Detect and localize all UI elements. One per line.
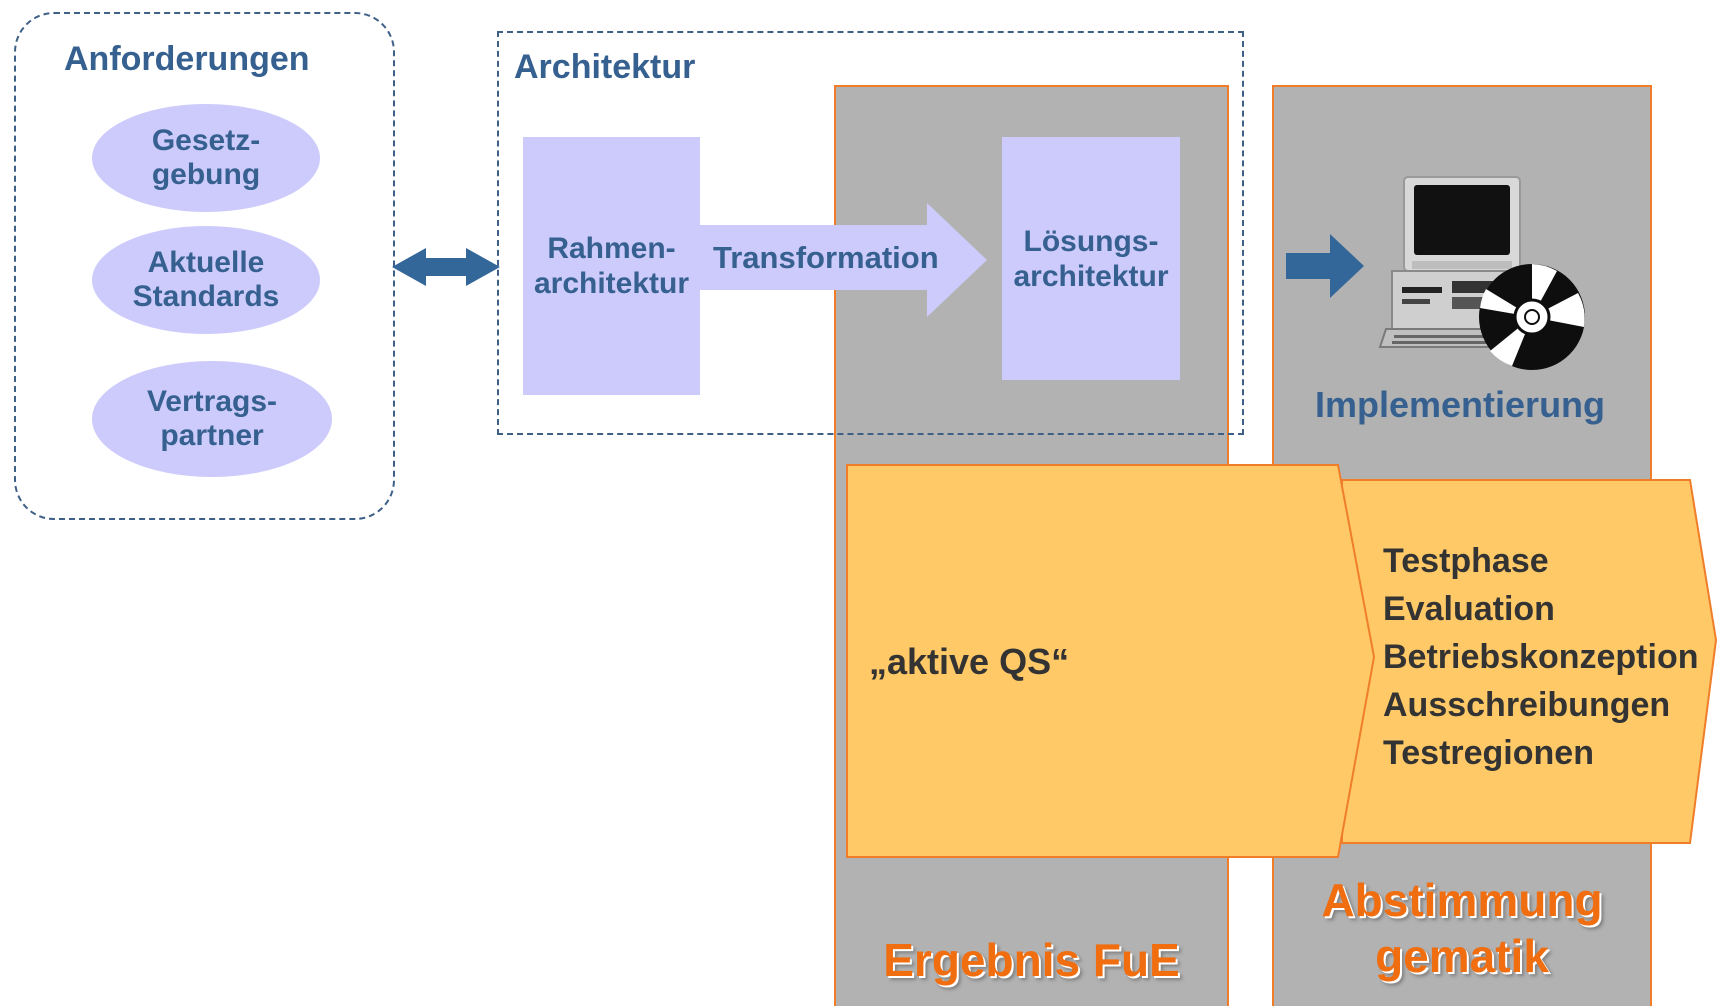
requirement-line-1: Gesetz-: [151, 124, 261, 157]
phase-item: Betriebskonzeption: [1383, 638, 1699, 676]
requirement-vertragspartner: Vertrags- partner: [92, 361, 332, 477]
requirement-standards: Aktuelle Standards: [92, 226, 320, 334]
solution-line-1: Lösungs-: [1023, 224, 1159, 258]
phase-item: Testregionen: [1383, 734, 1594, 772]
requirement-line-2: partner: [160, 419, 264, 452]
phase-item: Evaluation: [1383, 590, 1555, 628]
abstimmung-line-1: Abstimmung: [1321, 874, 1603, 926]
transformation-label: Transformation: [713, 240, 939, 275]
phase-item: Testphase: [1383, 542, 1549, 580]
phase-item: Ausschreibungen: [1383, 686, 1671, 724]
column-label-abstimmung-gematik: Abstimmung gematik: [1272, 872, 1652, 984]
requirement-line-1: Vertrags-: [146, 385, 278, 418]
solution-architecture-box: Lösungs- architektur: [1002, 137, 1180, 380]
requirement-gesetzgebung: Gesetz- gebung: [92, 104, 320, 212]
column-label-ergebnis-fue: Ergebnis FuE: [883, 934, 1180, 986]
framework-line-2: architektur: [533, 267, 690, 300]
architecture-title: Architektur: [514, 48, 696, 86]
right-arrow-icon: [1286, 234, 1364, 298]
architecture-container: [497, 31, 1244, 435]
framework-architecture-box: Rahmen- architektur: [523, 137, 700, 395]
framework-line-1: Rahmen-: [547, 232, 676, 265]
solution-line-2: architektur: [1013, 259, 1169, 293]
requirements-title: Anforderungen: [64, 40, 310, 78]
requirement-line-1: Aktuelle: [147, 246, 265, 279]
qs-label: „aktive QS“: [869, 641, 1070, 682]
transformation-arrow-icon: [690, 203, 987, 317]
requirement-line-2: Standards: [132, 280, 280, 313]
implementation-label: Implementierung: [1315, 384, 1606, 425]
requirement-line-2: gebung: [151, 158, 261, 191]
phase-list: Testphase Evaluation Betriebskonzeption …: [1383, 537, 1698, 777]
computer-with-cd-icon: [1378, 176, 1585, 370]
abstimmung-line-2: gematik: [1375, 930, 1549, 982]
bidirectional-arrow-icon: [392, 248, 500, 286]
process-chevrons: [846, 464, 1717, 858]
